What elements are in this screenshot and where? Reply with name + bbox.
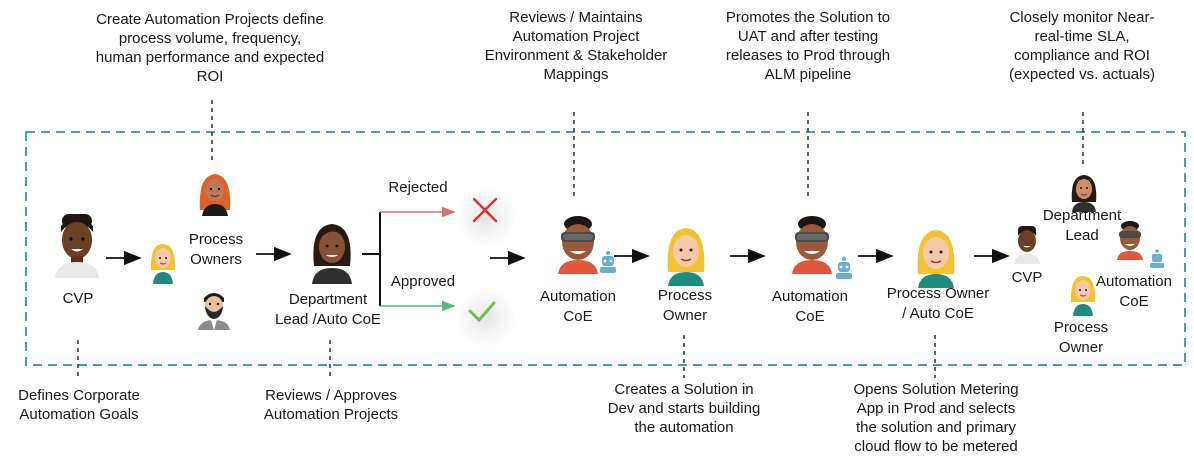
robot-icon [836, 257, 852, 279]
label-final-dept-lead: Department Lead [1042, 207, 1122, 244]
label-automation-coe-1: Automation CoE [540, 288, 616, 325]
approve-icon [468, 301, 496, 322]
label-process-owner: Process Owner [657, 287, 713, 324]
robot-icon [600, 251, 616, 273]
final-cvp-avatar [1014, 226, 1040, 264]
process-owner-small-avatar [150, 244, 176, 284]
process-boundary [25, 131, 1186, 366]
process-owner-avatar [667, 228, 705, 286]
final-automation-coe-avatar [1117, 221, 1164, 268]
label-final-cvp: CVP [1011, 269, 1043, 286]
label-final-process-owner: Process Owner [1053, 319, 1109, 356]
note-cvp-goals: Defines Corporate Automation Goals [18, 387, 140, 423]
note-monitor: Closely monitor Near- real-time SLA, com… [1009, 9, 1155, 83]
automation-coe-avatar-2 [792, 216, 852, 279]
final-process-owner-avatar [1070, 276, 1096, 316]
cvp-avatar [55, 214, 99, 278]
label-decision-approved: Approved [390, 273, 456, 290]
process-owner-bearded-avatar [198, 293, 230, 330]
reject-icon [472, 197, 498, 223]
label-automation-coe-2: Automation CoE [772, 288, 848, 325]
note-coe-review: Reviews / Maintains Automation Project E… [484, 9, 668, 83]
note-metering: Opens Solution Metering App in Prod and … [853, 381, 1019, 455]
note-create-solution: Creates a Solution in Dev and starts bui… [607, 381, 761, 436]
robot-icon [1150, 249, 1164, 268]
label-dept-lead-coe: Department Lead /Auto CoE [275, 291, 381, 328]
note-create-projects: Create Automation Projects define proces… [95, 11, 325, 85]
label-process-owner-coe: Process Owner / Auto CoE [886, 285, 990, 322]
process-owner-coe-avatar [917, 230, 955, 288]
label-final-automation-coe: Automation CoE [1096, 273, 1172, 310]
label-process-owners: Process Owners [188, 231, 244, 268]
label-cvp: CVP [62, 290, 94, 307]
note-promote: Promotes the Solution to UAT and after t… [725, 9, 891, 83]
department-lead-avatar [312, 224, 352, 284]
process-owner-hijab-avatar [199, 174, 231, 216]
note-approve-projects: Reviews / Approves Automation Projects [263, 387, 399, 423]
callout-lines [77, 100, 1084, 378]
label-decision-rejected: Rejected [388, 179, 448, 196]
final-department-lead-avatar [1071, 175, 1097, 212]
automation-coe-avatar [558, 216, 616, 274]
decision-bracket [362, 212, 381, 306]
